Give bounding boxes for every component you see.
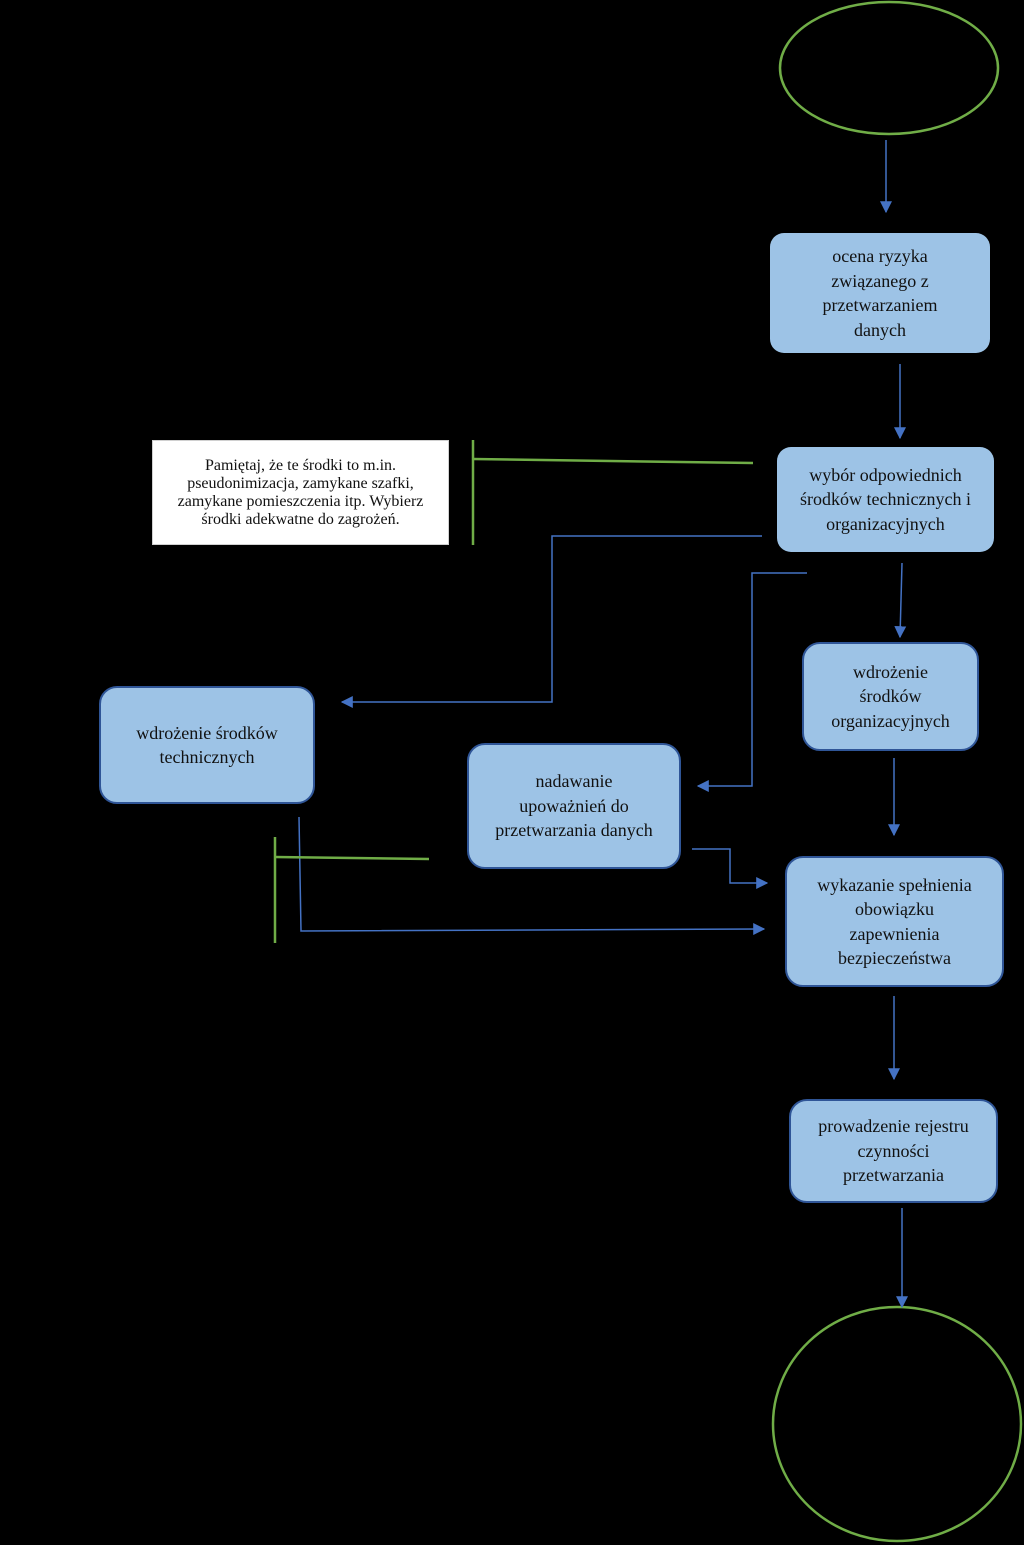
measures-note-text: Pamiętaj, że te środki to m.in. pseudoni… xyxy=(177,456,424,528)
technical-measures-node: wdrożenie środków technicznych xyxy=(99,686,315,804)
processing-register-label: prowadzenie rejestru czynności przetwarz… xyxy=(818,1116,969,1186)
arrow-selection-to-technical xyxy=(340,535,762,708)
authorizations-label: nadawanie upoważnień do przetwarzania da… xyxy=(495,771,653,841)
note-bracket-connector xyxy=(472,457,754,465)
lower-bracket-connector xyxy=(274,855,430,861)
start-terminal xyxy=(778,0,1000,136)
arrow-selection-to-authorizations xyxy=(696,572,807,792)
measures-note: Pamiętaj, że te środki to m.in. pseudoni… xyxy=(152,440,449,545)
organizational-measures-node: wdrożenie środków organizacyjnych xyxy=(802,642,979,751)
authorizations-node: nadawanie upoważnień do przetwarzania da… xyxy=(467,743,681,869)
measure-selection-label: wybór odpowiednich środków technicznych … xyxy=(800,464,971,534)
risk-assessment-node: ocena ryzyka związanego z przetwarzaniem… xyxy=(770,233,990,353)
technical-measures-label: wdrożenie środków technicznych xyxy=(136,722,278,768)
arrow-selection-to-organizational xyxy=(894,562,907,639)
arrow-authorizations-to-demonstration xyxy=(692,848,769,889)
security-demonstration-node: wykazanie spełnienia obowiązku zapewnien… xyxy=(785,856,1004,987)
processing-register-node: prowadzenie rejestru czynności przetwarz… xyxy=(789,1099,998,1203)
arrow-technical-to-demonstration xyxy=(298,816,766,936)
organizational-measures-label: wdrożenie środków organizacyjnych xyxy=(831,661,950,731)
end-terminal xyxy=(771,1305,1023,1543)
measure-selection-node: wybór odpowiednich środków technicznych … xyxy=(777,447,994,552)
security-demonstration-label: wykazanie spełnienia obowiązku zapewnien… xyxy=(817,874,972,969)
risk-assessment-label: ocena ryzyka związanego z przetwarzaniem… xyxy=(822,246,938,340)
